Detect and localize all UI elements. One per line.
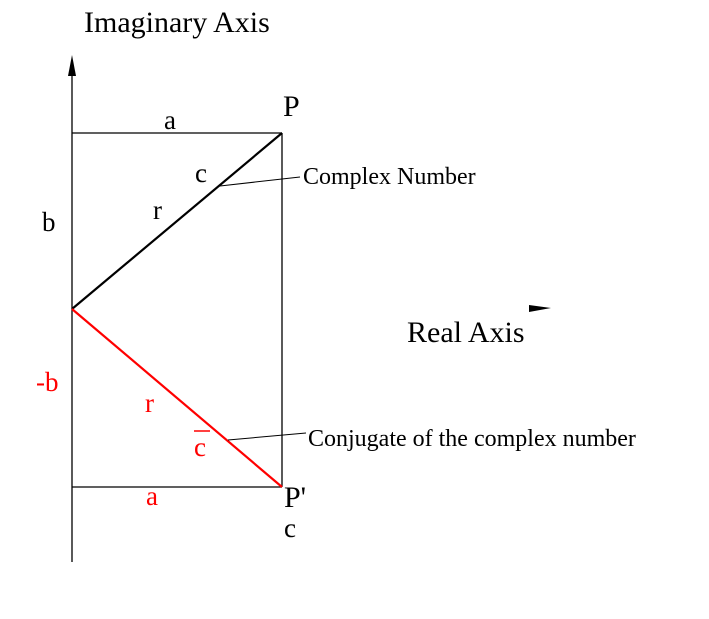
label-b: b	[42, 207, 56, 237]
label-P-prime: P'	[284, 481, 306, 514]
label-c-top: c	[195, 158, 207, 188]
label-top-a: a	[164, 105, 176, 135]
annotation-conjugate: Conjugate of the complex number	[308, 426, 636, 452]
real-axis-label: Real Axis	[407, 316, 525, 349]
label-bottom-a: a	[146, 481, 158, 511]
radius-line-conjugate	[71, 308, 283, 488]
label-c-bar: c	[194, 432, 206, 462]
real-axis-arrowhead	[529, 305, 551, 312]
radius-line-complex	[71, 132, 283, 310]
imaginary-axis-label: Imaginary Axis	[84, 6, 270, 39]
annotation-complex-number: Complex Number	[303, 164, 476, 190]
leader-line-conjugate	[227, 432, 307, 441]
label-P: P	[283, 90, 300, 123]
label-r-top: r	[153, 195, 162, 225]
label-r-bottom: r	[145, 388, 154, 418]
leader-line-complex	[219, 176, 301, 187]
label-c-bottom: c	[284, 513, 296, 543]
label-neg-b: -b	[36, 367, 59, 397]
imaginary-axis-arrowhead	[68, 55, 76, 76]
